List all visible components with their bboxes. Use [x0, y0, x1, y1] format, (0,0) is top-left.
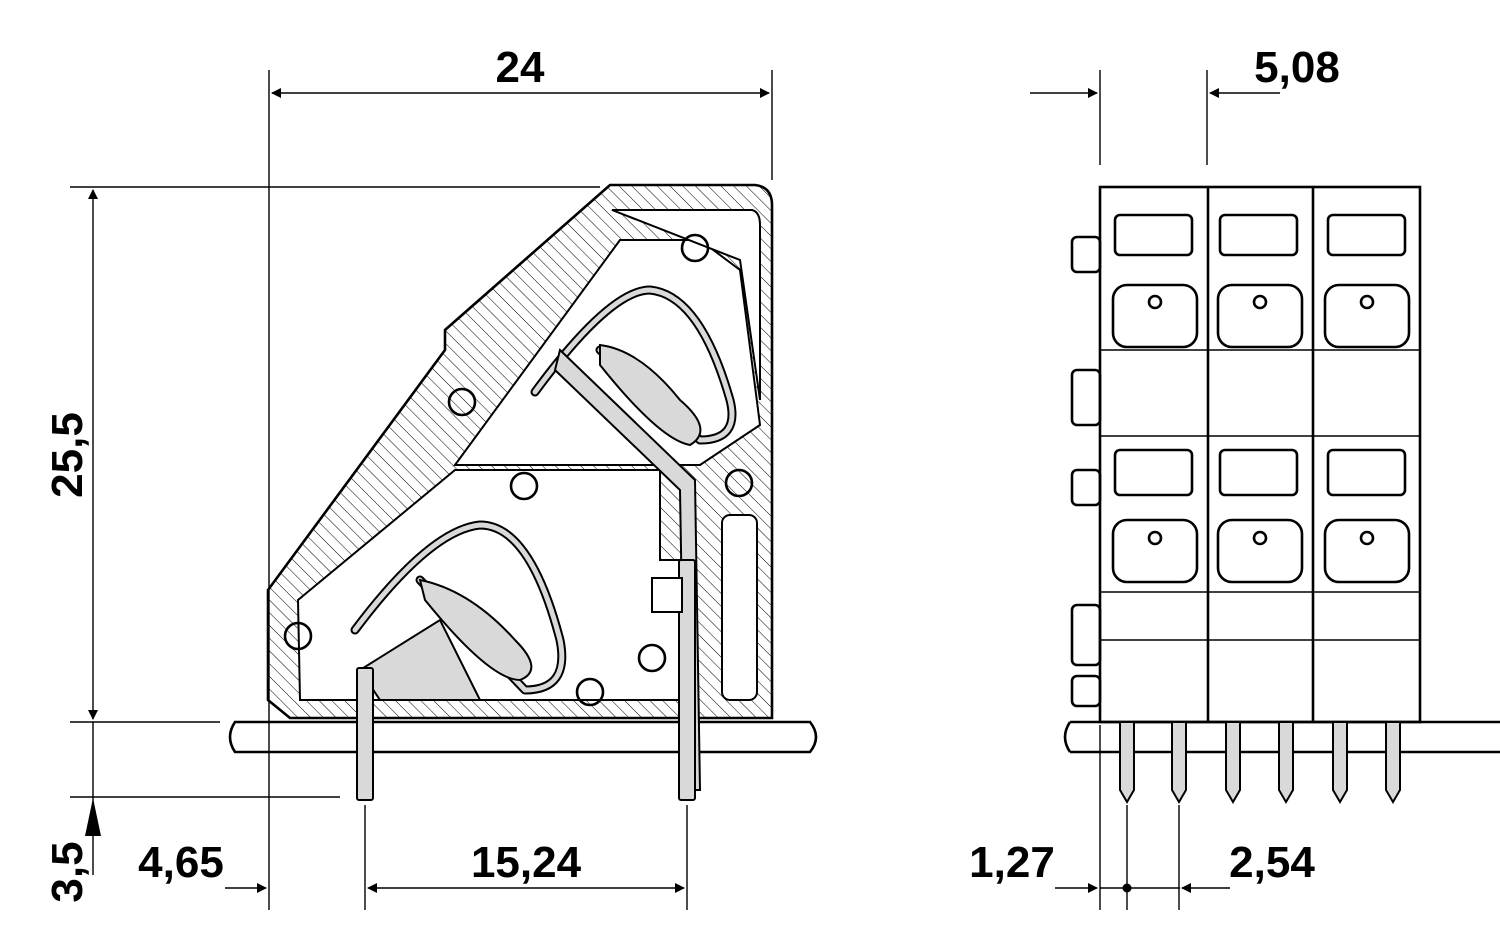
dimension-label-1-27: 1,27 — [969, 838, 1055, 887]
dimension-label-2-54: 2,54 — [1229, 838, 1315, 887]
side-view: 24 25,5 3,5 4,65 15,24 — [43, 43, 818, 910]
dimension-pitch-5-08: 5,08 — [1030, 43, 1340, 165]
dimension-width-24: 24 — [268, 43, 773, 910]
dimension-pin-length-3-5: 3,5 — [43, 722, 340, 903]
front-view: 5,08 1,27 2,54 — [969, 43, 1500, 910]
lower-row-terminals — [1111, 448, 1411, 584]
side-pins — [356, 559, 696, 801]
dimension-label-25-5: 25,5 — [43, 412, 92, 498]
upper-row-terminals — [1111, 213, 1411, 349]
dimension-pin-spacing: 4,65 15,24 — [138, 805, 688, 910]
upper-spring — [530, 285, 737, 791]
rivet-holes — [283, 233, 754, 707]
pcb-board — [228, 720, 818, 754]
dimension-height-25-5: 25,5 — [43, 186, 600, 723]
dimension-pin-pitch: 1,27 2,54 — [969, 725, 1315, 910]
dimension-label-15-24: 15,24 — [471, 838, 582, 887]
front-pins — [1119, 721, 1401, 804]
front-housing — [1098, 185, 1422, 724]
lower-spring — [350, 520, 567, 701]
dimension-label-3-5: 3,5 — [43, 841, 92, 902]
front-side-latches — [1070, 235, 1102, 708]
dimension-label-4-65: 4,65 — [138, 838, 224, 887]
dimension-label-24: 24 — [496, 43, 545, 92]
dimension-label-5-08: 5,08 — [1254, 43, 1340, 92]
